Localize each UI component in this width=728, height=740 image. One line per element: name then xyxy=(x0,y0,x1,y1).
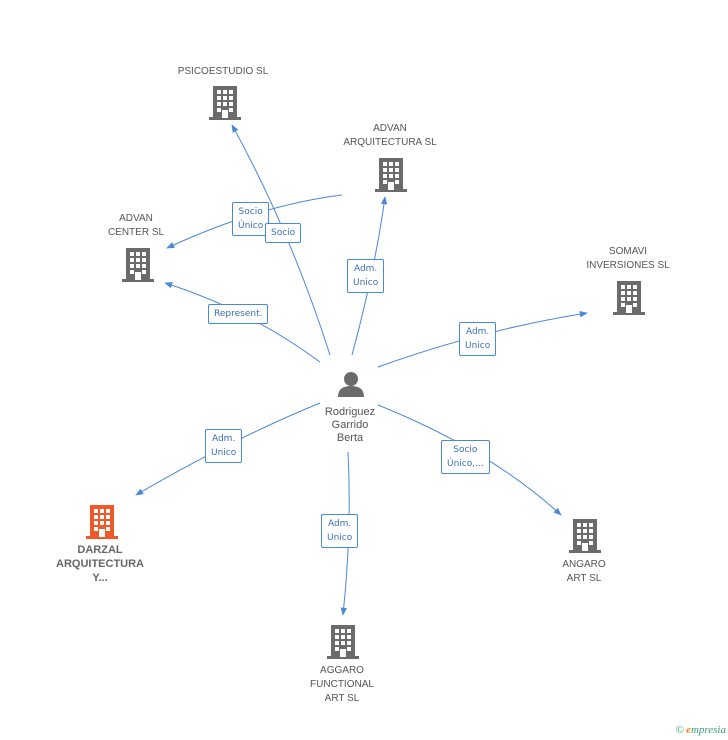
company-label-somavi[interactable]: SOMAVI INVERSIONES SL xyxy=(586,245,669,273)
edge-label-line: Unico xyxy=(465,341,491,351)
edge-label-adm-unico[interactable]: Adm. Unico xyxy=(459,322,497,356)
company-label-angaro[interactable]: ANGARO ART SL xyxy=(562,558,605,586)
company-label-advan-center[interactable]: ADVAN CENTER SL xyxy=(108,212,164,240)
edge-label-adm-unico[interactable]: Adm. Unico xyxy=(321,514,359,548)
building-icon-advan-arq[interactable] xyxy=(375,158,407,192)
edge-label-adm-unico[interactable]: Adm. Unico xyxy=(347,259,385,293)
edge-label-adm-unico[interactable]: Adm. Unico xyxy=(205,429,243,463)
company-label-line: CENTER SL xyxy=(107,227,165,238)
company-label-line: ANGARO xyxy=(562,559,606,570)
company-label-line: DARZAL xyxy=(77,544,123,556)
company-label-line: ART SL xyxy=(324,693,360,704)
edge-label-line: Unico xyxy=(211,448,237,458)
brand-initial: e xyxy=(686,724,691,736)
edge-label-line: Adm. xyxy=(353,264,378,274)
edge-label-line: Único,... xyxy=(447,459,484,469)
person-name-line: Rodriguez xyxy=(324,406,376,418)
company-label-line: ADVAN xyxy=(119,213,153,224)
person-icon[interactable] xyxy=(338,372,364,397)
edge-label-line: Adm. xyxy=(327,519,352,529)
company-label-line: Y... xyxy=(92,572,108,584)
edge-label-socio[interactable]: Socio xyxy=(265,223,302,243)
edge-label-line: Socio xyxy=(453,445,478,455)
edge-label-line: Represent. xyxy=(214,309,263,319)
company-label-line: ARQUITECTURA SL xyxy=(343,137,437,148)
company-label-line: PSICOESTUDIO SL xyxy=(177,66,269,77)
company-label-line: SOMAVI xyxy=(608,246,648,257)
building-icon-psicoestudio[interactable] xyxy=(209,86,241,120)
building-icon-somavi[interactable] xyxy=(613,281,645,315)
company-label-line: ART SL xyxy=(566,573,602,584)
edges xyxy=(135,124,588,616)
company-label-aggaro[interactable]: AGGARO FUNCTIONAL ART SL xyxy=(310,664,374,706)
company-label-psicoestudio[interactable]: PSICOESTUDIO SL xyxy=(178,65,269,79)
edge-label-represent[interactable]: Represent. xyxy=(208,304,269,324)
brand-name: mpresia xyxy=(690,724,726,736)
person-name-line: Garrido xyxy=(331,419,369,431)
company-label-darzal[interactable]: DARZAL ARQUITECTURA Y... xyxy=(56,543,144,585)
company-label-line: ARQUITECTURA xyxy=(56,558,144,570)
edge-label-line: Adm. xyxy=(211,434,236,444)
edge-label-line: Único xyxy=(238,221,264,231)
edge-label-line: Adm. xyxy=(465,327,490,337)
company-label-line: ADVAN xyxy=(373,123,407,134)
person-name[interactable]: Rodriguez Garrido Berta xyxy=(325,406,375,445)
company-label-line: AGGARO xyxy=(320,665,364,676)
building-icon-angaro[interactable] xyxy=(569,519,601,553)
company-label-line: INVERSIONES SL xyxy=(586,260,670,271)
edge-label-line: Socio xyxy=(238,207,263,217)
edge-label-socio-unico[interactable]: Socio Único xyxy=(232,202,270,236)
edge-label-line: Socio xyxy=(271,228,296,238)
building-icon-advan-center[interactable] xyxy=(122,248,154,282)
building-icon-aggaro[interactable] xyxy=(327,625,359,659)
copyright-icon: © xyxy=(675,724,685,736)
building-icon-darzal[interactable] xyxy=(86,505,118,539)
company-label-advan-arq[interactable]: ADVAN ARQUITECTURA SL xyxy=(343,122,436,150)
edge-label-socio-unico[interactable]: Socio Único,... xyxy=(441,440,490,474)
company-label-line: FUNCTIONAL xyxy=(310,679,374,690)
empresia-logo[interactable]: ©empresia xyxy=(676,724,726,736)
edge-label-line: Unico xyxy=(327,533,353,543)
person-name-line: Berta xyxy=(336,432,364,444)
edge-label-line: Unico xyxy=(353,278,379,288)
